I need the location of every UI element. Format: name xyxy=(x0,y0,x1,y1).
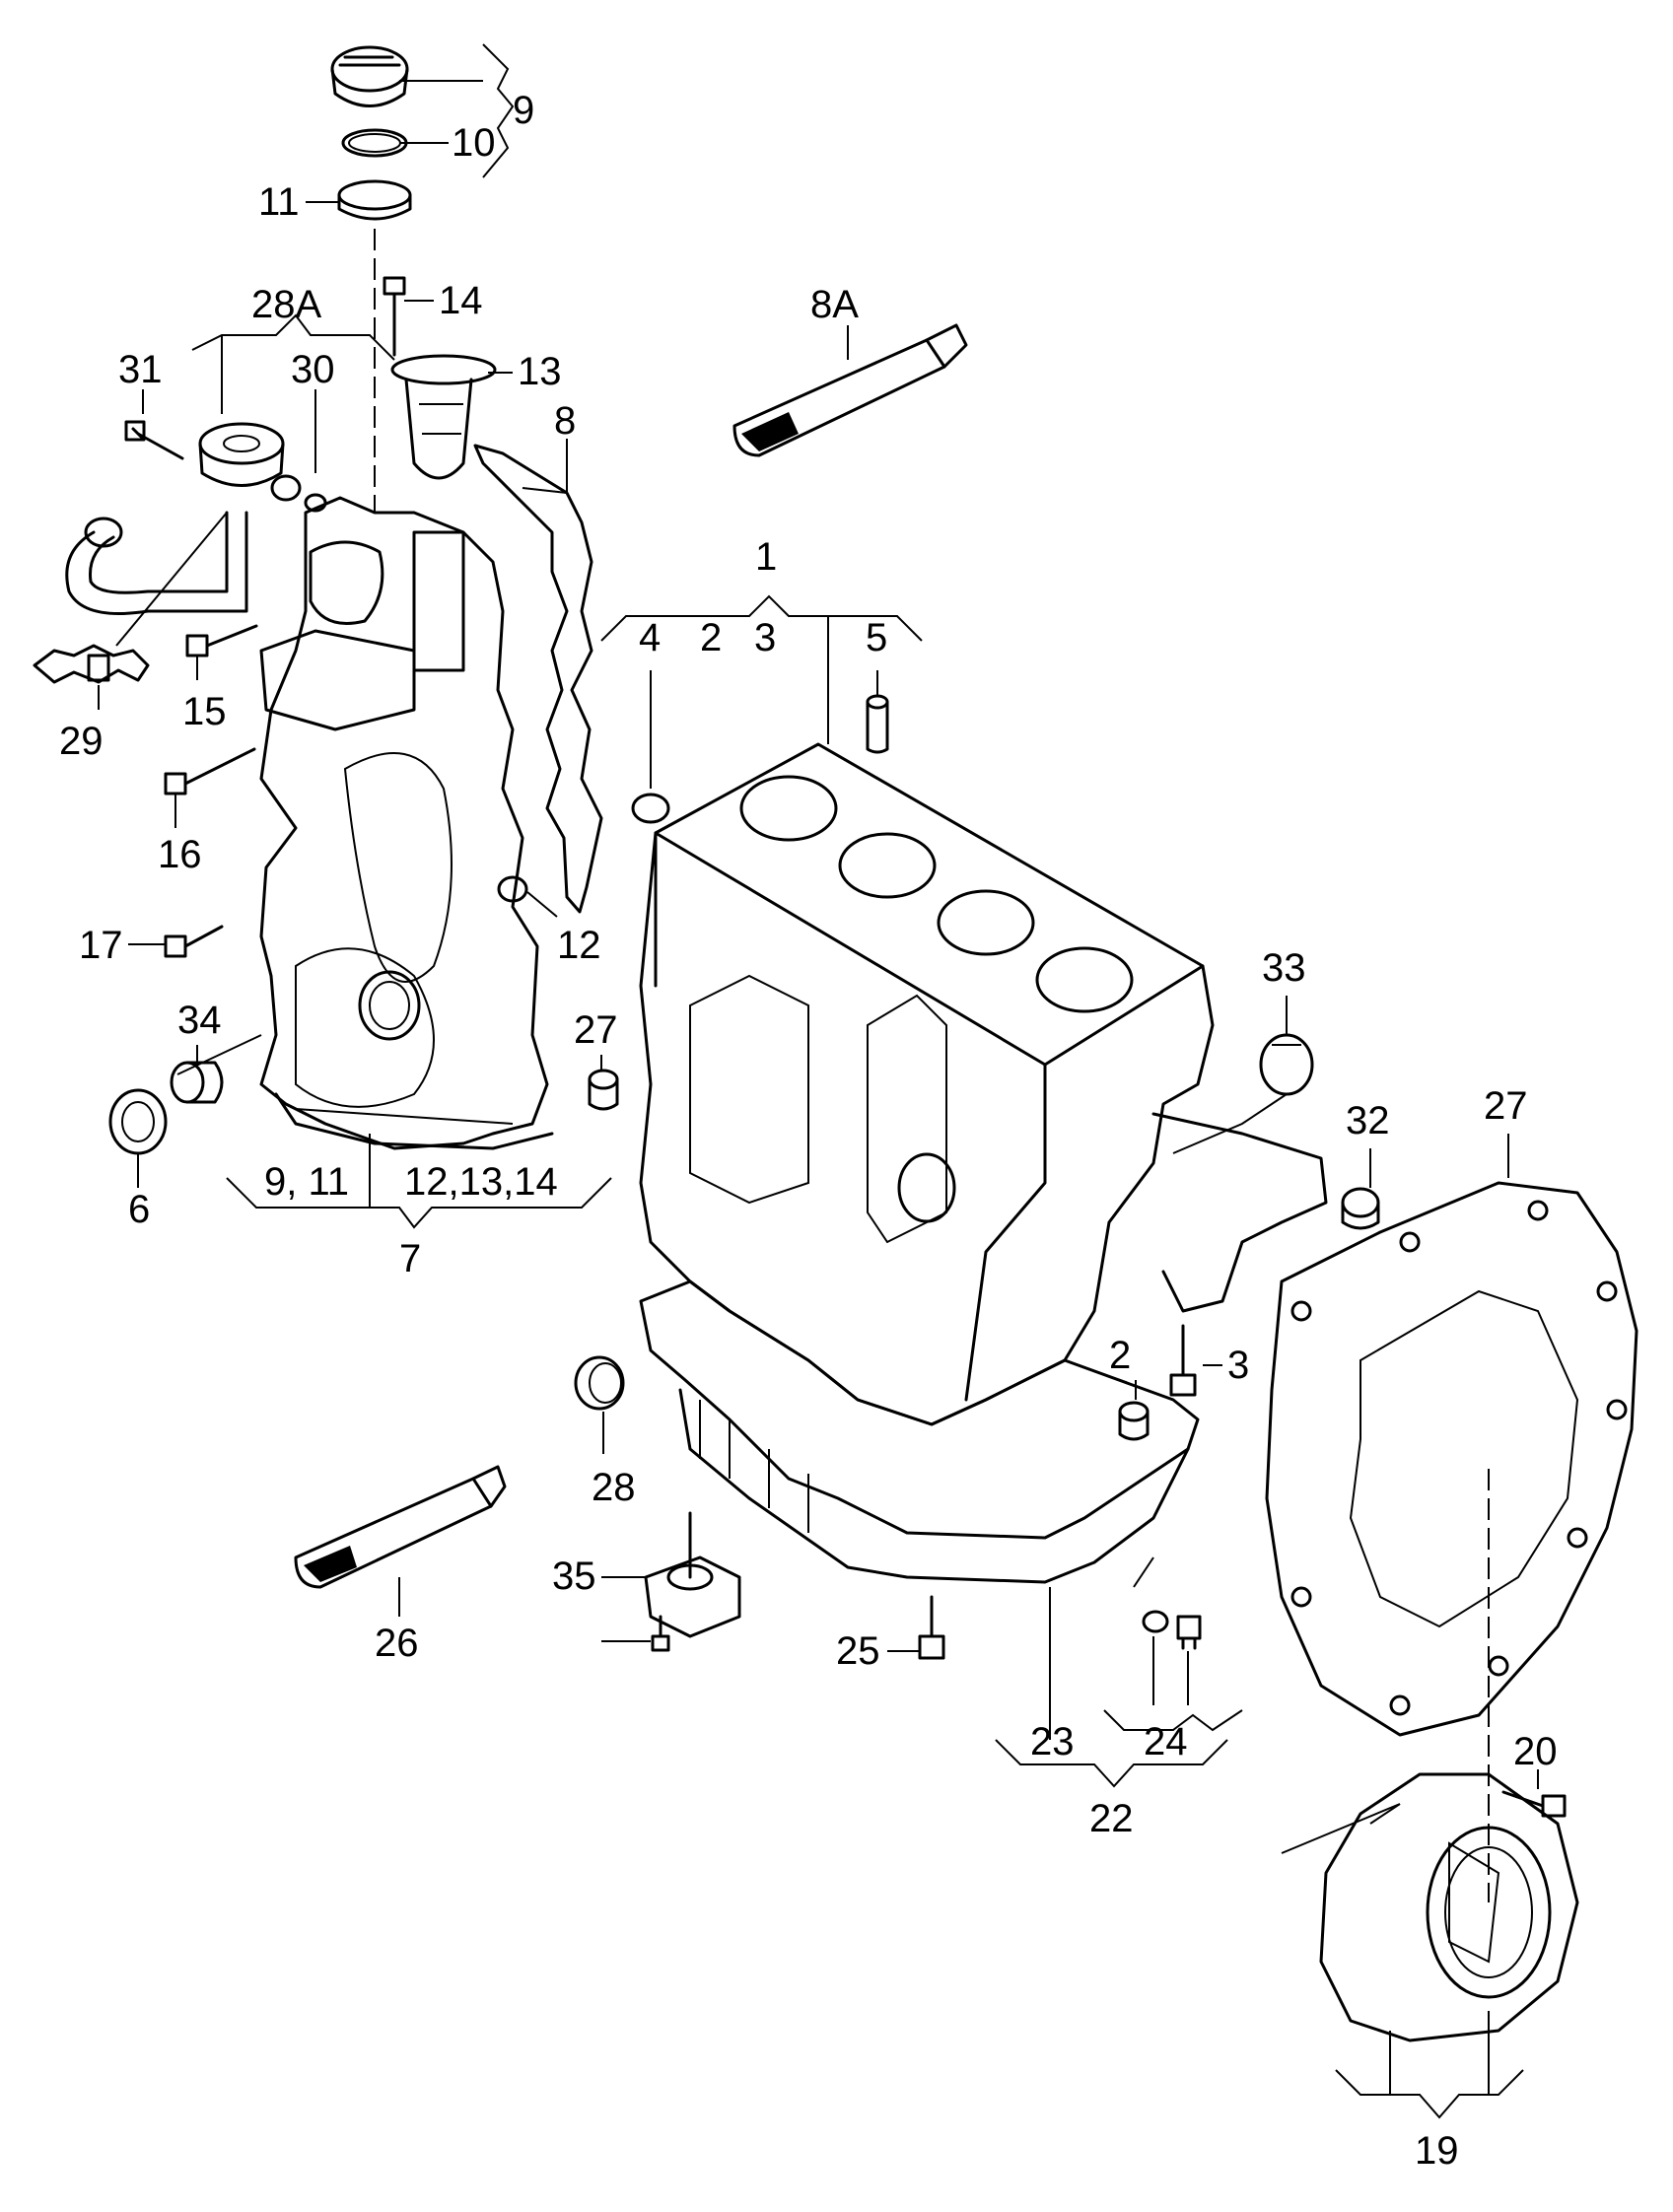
callout-11: 11 xyxy=(258,180,300,224)
drain-plug xyxy=(1176,1615,1202,1650)
callout-31: 32 xyxy=(1346,1099,1390,1142)
cylinder-block xyxy=(639,742,1328,1426)
cover-plug xyxy=(497,875,528,903)
o-ring xyxy=(341,128,408,158)
breather-valve xyxy=(198,422,285,487)
sealing-plug-4 xyxy=(631,793,670,824)
callout-1: 1 xyxy=(755,535,777,579)
callout-29: 30 xyxy=(291,348,335,391)
timing-cover xyxy=(259,496,554,1150)
flange-bolt xyxy=(1501,1790,1567,1818)
breather-bolt xyxy=(124,420,184,460)
oil-level-sensor xyxy=(644,1511,741,1638)
filler-neck xyxy=(390,354,497,480)
callout-10: 10 xyxy=(452,121,496,165)
callout-28A: 29 xyxy=(59,720,104,763)
oil-pan-bolt xyxy=(918,1595,945,1660)
callout-7a: 9, 11 xyxy=(264,1160,349,1204)
callout-14: 14 xyxy=(439,279,483,322)
sensor-screw xyxy=(651,1615,670,1652)
callout-19: 19 xyxy=(1415,2129,1459,2173)
callout-5: 5 xyxy=(866,616,887,659)
cover-bolt-17 xyxy=(164,925,224,958)
sleeve-31 xyxy=(1341,1187,1380,1230)
block-bolt-2 xyxy=(1169,1324,1197,1397)
callout-26: 27 xyxy=(1484,1084,1528,1128)
callout-7: 7 xyxy=(399,1237,421,1280)
callout-24: 25 xyxy=(836,1629,880,1673)
callout-3-lower: 28 xyxy=(592,1466,636,1509)
guide-bush xyxy=(170,1061,224,1104)
callout-22: 23 xyxy=(1030,1720,1075,1763)
callout-8A: 8A xyxy=(810,283,859,326)
callout-23: 24 xyxy=(1144,1720,1188,1763)
callout-20: 20 xyxy=(1513,1730,1558,1773)
sealant-tube-8a xyxy=(732,323,968,457)
cover-bolt-16 xyxy=(164,747,256,795)
sealing-cap-32 xyxy=(1259,1033,1314,1096)
callout-2: 2 xyxy=(700,616,722,659)
callout-17: 17 xyxy=(79,924,123,967)
callout-33-label: 35 xyxy=(552,1555,596,1598)
callout-6: 6 xyxy=(128,1188,150,1231)
callout-9: 9 xyxy=(513,89,534,132)
callout-3: 3 xyxy=(754,616,776,659)
callout-16: 16 xyxy=(158,833,202,876)
callout-15: 15 xyxy=(182,690,227,733)
dowel-sleeve-27-left xyxy=(588,1069,619,1111)
dowel-sleeve-27-right xyxy=(1118,1401,1150,1441)
oil-pan xyxy=(639,1279,1200,1584)
callout-27-right: 2 xyxy=(1109,1334,1131,1377)
breather-hose xyxy=(65,511,248,615)
timing-cover-gasket xyxy=(473,444,603,914)
callout-4: 4 xyxy=(639,616,661,659)
callout-30: 31 xyxy=(118,348,163,391)
callout-28: 28A xyxy=(251,283,321,326)
callout-12: 12 xyxy=(557,924,601,967)
callout-7b: 12,13,14 xyxy=(404,1160,558,1204)
drain-plug-seal xyxy=(1142,1610,1169,1633)
filler-neck-screw xyxy=(383,276,406,357)
callout-8: 8 xyxy=(554,399,576,443)
leader-lines xyxy=(98,43,1539,2119)
callout-21: 22 xyxy=(1089,1797,1134,1840)
callout-27-left: 27 xyxy=(574,1008,618,1052)
callout-2-right: 3 xyxy=(1227,1344,1249,1387)
callout-34: 34 xyxy=(177,999,222,1042)
crankshaft-seal xyxy=(108,1088,168,1155)
oil-filler-cap xyxy=(330,45,409,107)
callout-13: 13 xyxy=(518,350,562,393)
sealant-tube-25 xyxy=(294,1465,507,1589)
cover-bolt-15 xyxy=(185,624,258,657)
dowel-pin-5 xyxy=(866,694,889,754)
callout-32: 33 xyxy=(1262,946,1306,990)
filler-seal xyxy=(337,179,412,221)
hose-clip xyxy=(33,644,150,684)
callout-25: 26 xyxy=(375,1622,419,1665)
intermediate-plate xyxy=(1265,1181,1638,1737)
sealing-plug-3 xyxy=(574,1355,625,1411)
sealing-flange xyxy=(1319,1772,1579,2042)
breather-seal xyxy=(270,474,327,513)
